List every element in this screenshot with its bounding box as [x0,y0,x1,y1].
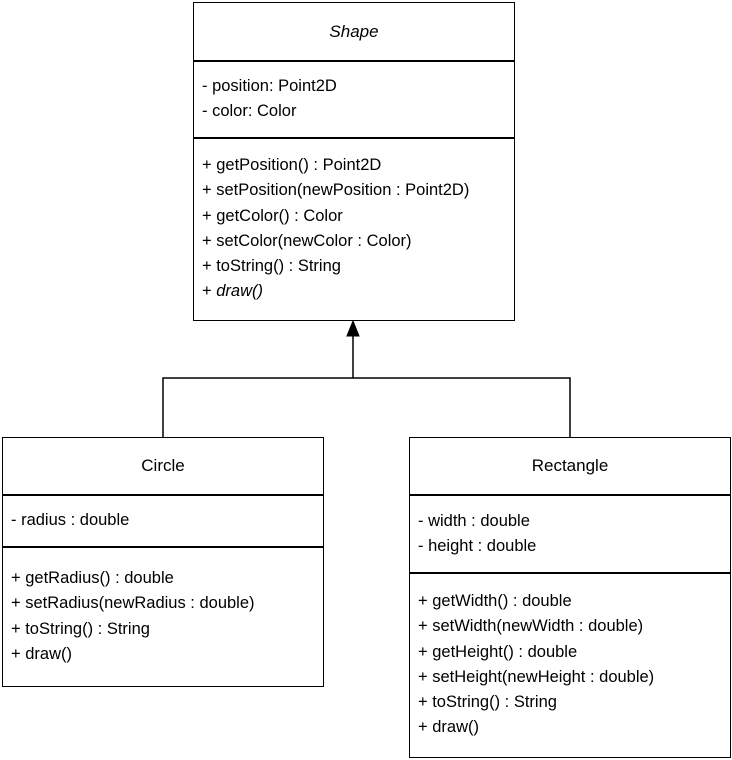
class-circle-name: Circle [3,438,323,496]
method: + setHeight(newHeight : double) [418,667,655,686]
abstract-method: + draw() [202,282,263,301]
class-shape-methods: + getPosition() : Point2D + setPosition(… [194,139,514,305]
method: + toString() : String [202,257,341,276]
class-circle-attributes: - radius : double [3,496,323,548]
method: + draw() [11,644,72,663]
attribute: - position: Point2D [202,77,337,95]
class-circle[interactable]: Circle - radius : double + getRadius() :… [2,437,324,687]
rectangle-to-shape-line [353,377,571,438]
method: + getPosition() : Point2D [202,156,382,174]
attribute: - height : double [418,537,537,556]
attribute: - color: Color [202,102,297,121]
method: + draw() [418,718,479,737]
method: + setPosition(newPosition : Point2D) [202,181,470,200]
class-rectangle-methods: + getWidth() : double + setWidth(newWidt… [410,574,730,741]
class-rectangle-name: Rectangle [410,438,730,496]
class-shape-name: Shape [194,3,514,62]
method: + toString() : String [11,619,150,638]
abstract-method-name: draw() [216,282,263,301]
method: + getHeight() : double [418,642,578,661]
method: + getRadius() : double [11,569,174,587]
class-shape[interactable]: Shape - position: Point2D - color: Color… [193,2,515,321]
circle-to-shape-line [162,336,354,438]
attribute: - radius : double [11,511,130,529]
method: + getColor() : Color [202,206,343,225]
method: + setWidth(newWidth : double) [418,617,644,636]
class-circle-methods: + getRadius() : double + setRadius(newRa… [3,548,323,667]
generalization-arrowhead [346,319,360,337]
attribute: - width : double [418,512,530,530]
class-rectangle-attributes: - width : double - height : double [410,496,730,574]
class-rectangle[interactable]: Rectangle - width : double - height : do… [409,437,731,758]
method: + getWidth() : double [418,592,572,610]
class-shape-attributes: - position: Point2D - color: Color [194,62,514,139]
method: + setColor(newColor : Color) [202,231,412,250]
method: + toString() : String [418,693,557,712]
method: + setRadius(newRadius : double) [11,594,255,613]
